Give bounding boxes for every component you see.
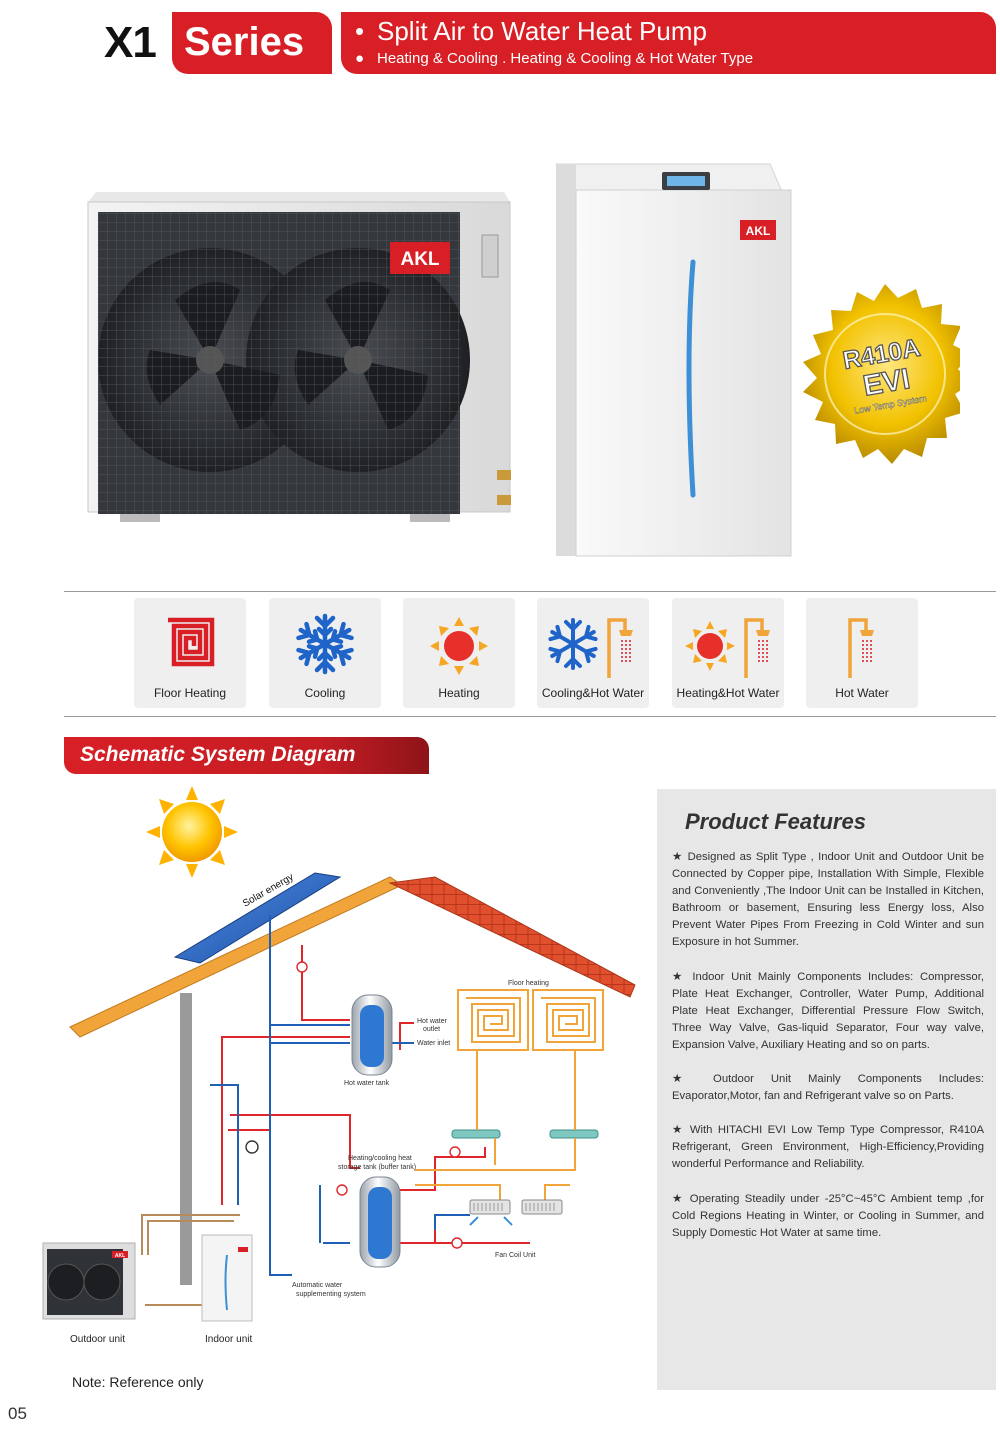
auto-water-label: Automatic water	[292, 1282, 343, 1289]
divider-bottom	[64, 716, 996, 717]
page-number: 05	[8, 1404, 27, 1423]
outdoor-unit-mini: AKL	[42, 1242, 136, 1320]
series-badge: Series	[172, 12, 332, 74]
hot-water-outlet-label-2: outlet	[423, 1026, 440, 1033]
function-tile-cooling: Cooling	[269, 598, 381, 708]
header-subtitle-line: ●Heating & Cooling . Heating & Cooling &…	[355, 50, 754, 67]
divider-top	[64, 591, 996, 592]
shower-icon	[848, 618, 874, 678]
feature-item: ★ Outdoor Unit Mainly Components Include…	[672, 1073, 984, 1103]
indoor-unit-photo: AKL	[555, 163, 792, 557]
function-tile-heating-hot-water: Heating&Hot Water	[672, 598, 784, 708]
outdoor-unit-photo: AKL	[87, 192, 511, 522]
house-wall-left	[180, 993, 192, 1285]
auto-water-label-2: supplementing system	[296, 1291, 366, 1298]
floor-heating-label: Floor heating	[508, 980, 549, 987]
reference-note: Note: Reference only	[72, 1374, 204, 1390]
sun-graphic	[146, 786, 238, 878]
pumps-valves	[245, 961, 463, 1249]
buffer-tank	[359, 1176, 401, 1268]
function-label: Cooling	[304, 686, 346, 700]
fan-coil-units	[469, 1199, 563, 1226]
schematic-diagram: Solar energy Floor heating	[42, 786, 636, 1345]
indoor-unit-label: Indoor unit	[205, 1334, 252, 1345]
features-title: Product Features	[685, 809, 866, 834]
function-label: Floor Heating	[153, 686, 227, 700]
section-title: Schematic System Diagram	[80, 743, 356, 766]
warm-pipes	[415, 1050, 576, 1200]
sun-shower-icon	[685, 618, 770, 678]
floor-heating-coils	[457, 989, 604, 1051]
feature-item: ★ With HITACHI EVI Low Temp Type Compres…	[672, 1124, 984, 1171]
function-tile-floor-heating: Floor Heating	[134, 598, 246, 708]
fan-coil-label: Fan Coil Unit	[495, 1252, 536, 1259]
section-header-bar: Schematic System Diagram	[64, 737, 429, 774]
outdoor-brand-logo: AKL	[400, 249, 439, 270]
manifold-left	[451, 1129, 501, 1139]
header-title: Split Air to Water Heat Pump	[377, 16, 707, 46]
feature-item: ★ Indoor Unit Mainly Components Includes…	[672, 970, 984, 1051]
header-title-line: •Split Air to Water Heat Pump	[355, 16, 707, 46]
series-model: X1	[104, 18, 157, 67]
outdoor-unit-label: Outdoor unit	[70, 1334, 125, 1345]
function-tile-hot-water: Hot Water	[806, 598, 918, 708]
mini-outdoor-brand: AKL	[115, 1253, 125, 1259]
indoor-unit-mini	[201, 1234, 253, 1322]
snowflake-shower-icon	[548, 618, 633, 678]
function-label: Heating&Hot Water	[676, 686, 780, 700]
feature-item: ★ Designed as Split Type , Indoor Unit a…	[672, 851, 984, 949]
manifold-right	[549, 1129, 599, 1139]
header-title-box: •Split Air to Water Heat Pump ●Heating &…	[341, 12, 996, 74]
function-tile-heating: Heating	[403, 598, 515, 708]
function-label: Cooling&Hot Water	[541, 686, 645, 700]
feature-item: ★ Operating Steadily under -25°C~45°C Am…	[672, 1192, 984, 1239]
hot-water-tank	[351, 994, 393, 1076]
right-roof	[388, 876, 636, 998]
product-features-panel: Product Features ★ Designed as Split Typ…	[657, 789, 996, 1390]
header-subtitle: Heating & Cooling . Heating & Cooling & …	[377, 50, 754, 67]
cold-pipes	[210, 915, 470, 1276]
water-inlet-label: Water inlet	[417, 1040, 450, 1047]
function-label: Heating	[438, 686, 480, 700]
r410a-evi-badge: R410A EVI Low Temp System	[803, 284, 960, 464]
function-label: Hot Water	[835, 686, 889, 700]
sun-icon	[430, 617, 488, 675]
floor-heating-icon	[168, 617, 215, 667]
snowflake-icon	[296, 613, 354, 675]
buffer-tank-label: Heating/cooling heat	[348, 1155, 412, 1162]
buffer-tank-label-2: storage tank (buffer tank)	[338, 1164, 416, 1171]
function-tile-cooling-hot-water: Cooling&Hot Water	[537, 598, 649, 708]
indoor-brand-logo: AKL	[746, 224, 771, 238]
hot-water-outlet-label: Hot water	[417, 1018, 448, 1025]
features-list: ★ Designed as Split Type , Indoor Unit a…	[672, 849, 984, 1259]
refrigerant-lines	[141, 1214, 240, 1306]
product-photos: AKL AKL R410A EVI Low Temp System	[87, 163, 960, 557]
hot-water-tank-label: Hot water tank	[344, 1080, 390, 1087]
